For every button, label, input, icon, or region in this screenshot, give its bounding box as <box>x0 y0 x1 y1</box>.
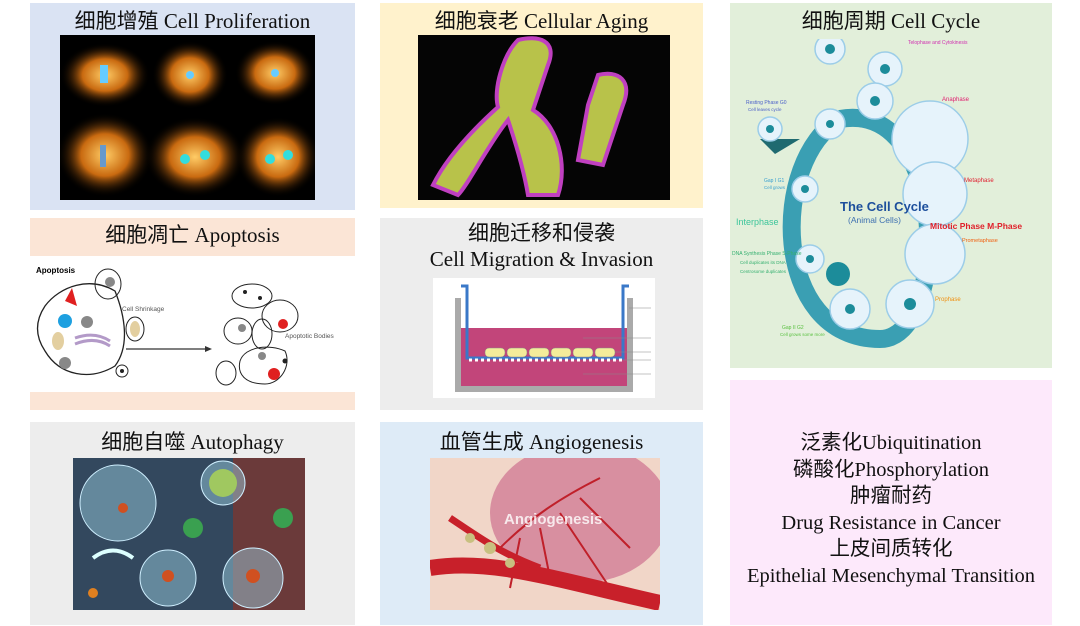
topic-item: 肿瘤耐药 <box>850 485 932 507</box>
svg-text:Gap I G1: Gap I G1 <box>764 178 785 184</box>
svg-text:Prometaphase: Prometaphase <box>962 238 998 244</box>
panel-title: 血管生成 Angiogenesis <box>439 430 644 454</box>
svg-text:Prophase: Prophase <box>935 297 961 303</box>
svg-text:Cell leaves cycle: Cell leaves cycle <box>748 107 782 112</box>
panel-title-line2: Cell Migration & Invasion <box>429 247 654 271</box>
cycle-heading: The Cell Cycle <box>840 199 929 214</box>
angiogenesis-image-label: Angiogenesis <box>504 511 602 528</box>
panel-title: 细胞衰老 Cellular Aging <box>434 9 649 33</box>
panel-title: 细胞周期 Cell Cycle <box>801 9 981 33</box>
svg-text:Resting Phase G0: Resting Phase G0 <box>746 100 787 106</box>
cycle-subheading: (Animal Cells) <box>848 215 901 225</box>
interphase-label: Interphase <box>736 217 779 227</box>
panel-title: 细胞自噬 Autophagy <box>101 430 284 454</box>
svg-text:Centrosome duplicates: Centrosome duplicates <box>740 269 787 274</box>
panel-title: 细胞凋亡 Apoptosis <box>105 223 280 247</box>
svg-text:Metaphase: Metaphase <box>964 178 994 184</box>
svg-text:Telophase and Cytokinesis: Telophase and Cytokinesis <box>908 40 968 46</box>
svg-text:Cell grows some more: Cell grows some more <box>780 332 825 337</box>
svg-text:Gap II G2: Gap II G2 <box>782 325 804 331</box>
svg-text:DNA Synthesis Phase S-Phase: DNA Synthesis Phase S-Phase <box>732 251 802 257</box>
topic-item: 磷酸化Phosphorylation <box>793 458 989 481</box>
svg-text:Cell duplicates its DNA: Cell duplicates its DNA <box>740 260 786 265</box>
svg-text:Cell Shrinkage: Cell Shrinkage <box>122 306 165 313</box>
panel-title-line1: 细胞迁移和侵袭 <box>468 221 615 245</box>
apoptosis-diagram: Apoptosis Cell Shrinkage Apoptotic Bodie… <box>30 256 355 392</box>
angiogenesis-image: Angiogenesis <box>430 458 660 610</box>
svg-text:Apoptosis: Apoptosis <box>36 266 76 275</box>
panel-autophagy: 细胞自噬 Autophagy <box>30 422 355 625</box>
svg-text:Cell grows: Cell grows <box>764 185 786 190</box>
topic-item: Drug Resistance in Cancer <box>781 511 1001 534</box>
cell-cycle-diagram: The Cell Cycle (Animal Cells) Interphase… <box>732 39 1022 349</box>
mitotic-label: Mitotic Phase M-Phase <box>930 221 1022 231</box>
transwell-diagram <box>433 278 655 398</box>
svg-text:Anaphase: Anaphase <box>942 97 970 103</box>
panel-cell-proliferation: 细胞增殖 Cell Proliferation <box>30 3 355 210</box>
topic-item: 上皮间质转化 <box>829 538 953 560</box>
panel-cellular-aging: 细胞衰老 Cellular Aging <box>380 3 703 208</box>
panel-cell-cycle: 细胞周期 Cell Cycle The Cell Cycle (Animal C… <box>730 3 1052 368</box>
topic-item: 泛素化Ubiquitination <box>800 432 982 454</box>
topic-item: Epithelial Mesenchymal Transition <box>746 564 1036 587</box>
panel-apoptosis: 细胞凋亡 Apoptosis Apoptosis Cell Shrinkage … <box>30 218 355 410</box>
svg-text:Apoptotic Bodies: Apoptotic Bodies <box>285 333 335 340</box>
topic-list: 泛素化Ubiquitination 磷酸化Phosphorylation 肿瘤耐… <box>730 430 1052 589</box>
panel-angiogenesis: 血管生成 Angiogenesis Angiogenesis <box>380 422 703 625</box>
panel-title: 细胞增殖 Cell Proliferation <box>74 9 311 33</box>
chromosome-image <box>418 35 670 200</box>
panel-cell-migration: 细胞迁移和侵袭 Cell Migration & Invasion <box>380 218 703 410</box>
panel-other-topics: 泛素化Ubiquitination 磷酸化Phosphorylation 肿瘤耐… <box>730 380 1052 625</box>
cell-proliferation-image <box>60 35 315 200</box>
autophagy-image <box>73 458 305 610</box>
